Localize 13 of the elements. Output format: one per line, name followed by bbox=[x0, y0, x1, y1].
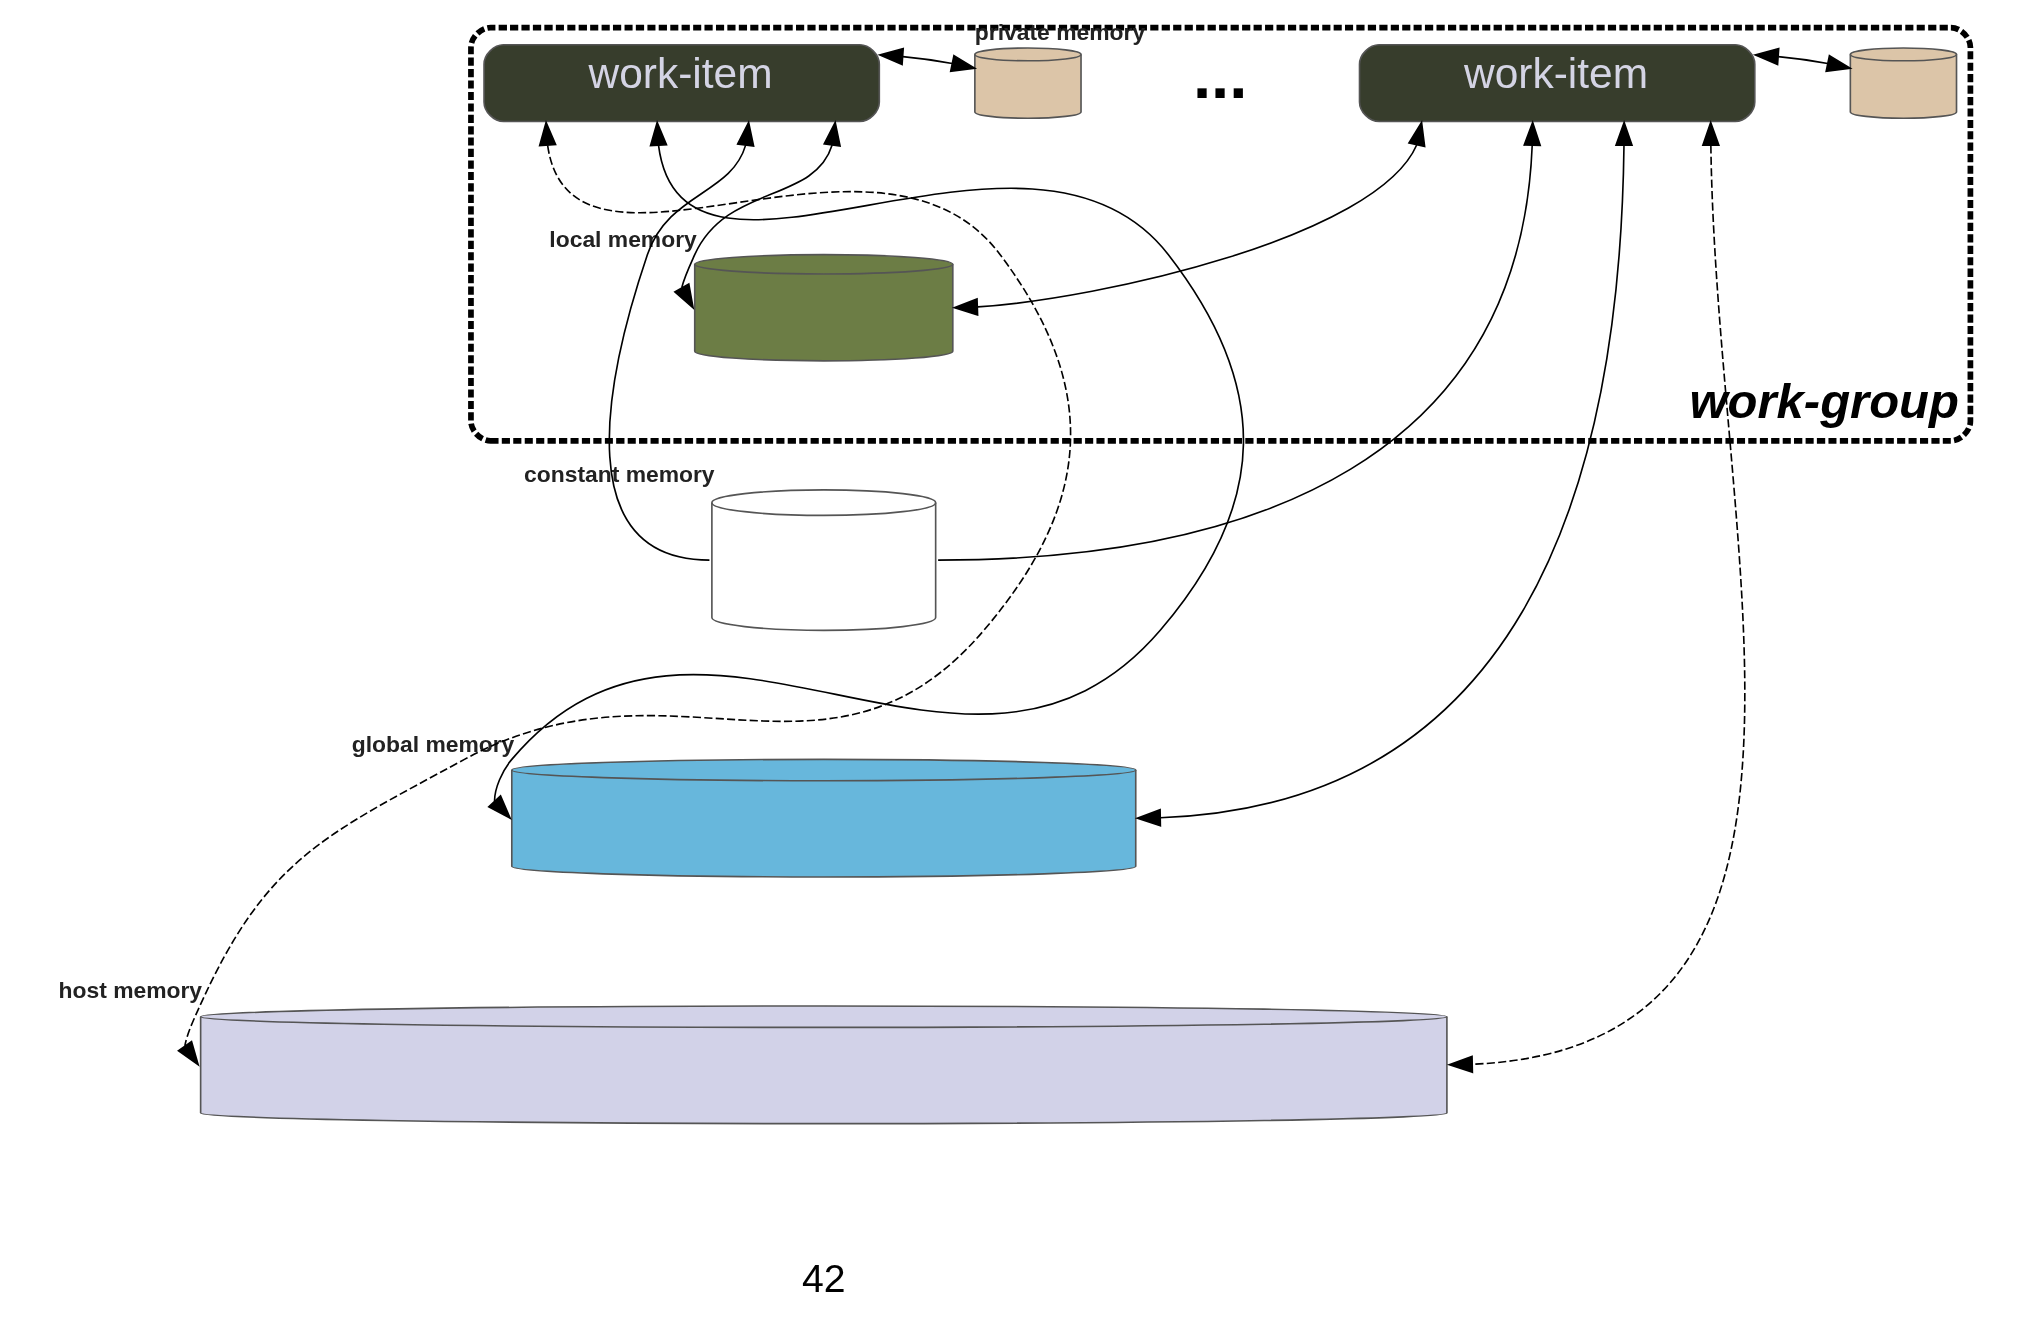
arrow bbox=[1752, 47, 1853, 73]
arrow bbox=[1134, 119, 1633, 827]
arrow bbox=[951, 119, 1426, 317]
arrow bbox=[672, 119, 841, 310]
arrow bbox=[936, 119, 1541, 561]
arrow bbox=[608, 119, 755, 561]
label: 42 bbox=[801, 1257, 846, 1301]
node-label: host memory bbox=[58, 977, 202, 1004]
arrow bbox=[486, 119, 1244, 820]
label: ... bbox=[1192, 38, 1247, 112]
arrow bbox=[1446, 119, 1745, 1074]
arrow bbox=[176, 119, 1071, 1067]
arrow bbox=[876, 47, 977, 73]
